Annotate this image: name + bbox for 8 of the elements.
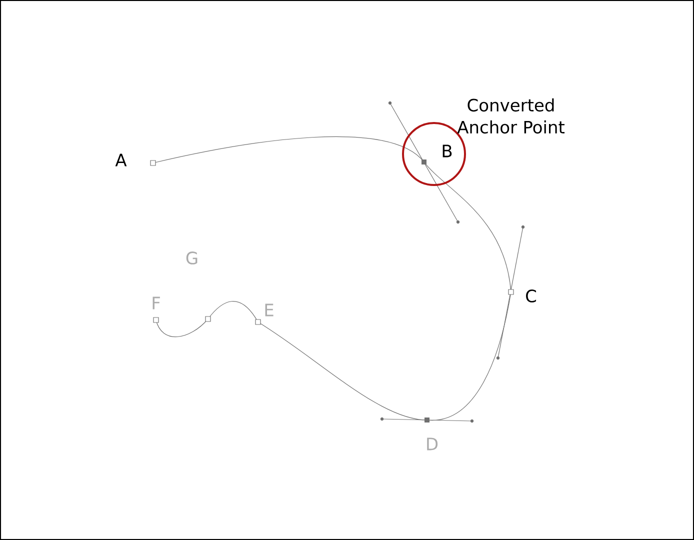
letter-label: G xyxy=(186,252,198,264)
letter-label: E xyxy=(265,304,274,316)
letter-label: B xyxy=(442,144,452,158)
letter-label: D xyxy=(427,438,438,450)
callout-label: Converted Anchor Point xyxy=(457,98,564,134)
letter-label: F xyxy=(152,296,160,310)
letter-label: C xyxy=(526,290,536,302)
letter-label: A xyxy=(115,154,127,166)
